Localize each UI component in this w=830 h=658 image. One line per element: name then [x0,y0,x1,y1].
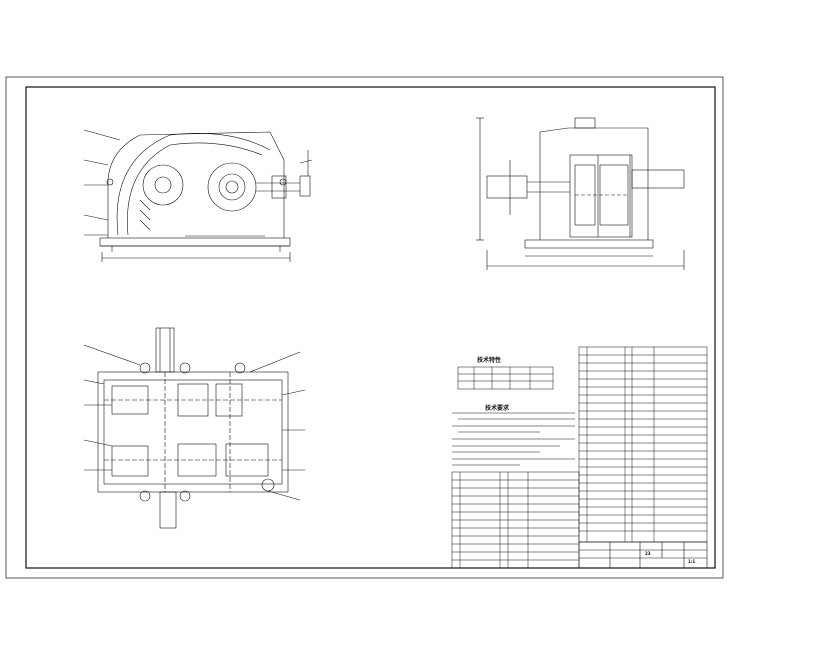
tech-params-title: 技术特性 [477,357,502,364]
side-view [476,117,685,270]
tech-requirements-title: 技术要求 [485,405,510,412]
front-view [83,129,313,262]
title-block-scale: 1:1 [688,559,696,564]
title-block-sheet: 23 [645,551,651,556]
top-view [83,327,306,529]
tech-requirements-text [452,412,575,466]
tech-params-table [457,366,554,390]
inner-frame [25,86,716,569]
title-block [578,541,708,569]
parts-list-right [578,346,708,543]
outer-frame [5,76,724,579]
parts-list-left [451,471,580,569]
